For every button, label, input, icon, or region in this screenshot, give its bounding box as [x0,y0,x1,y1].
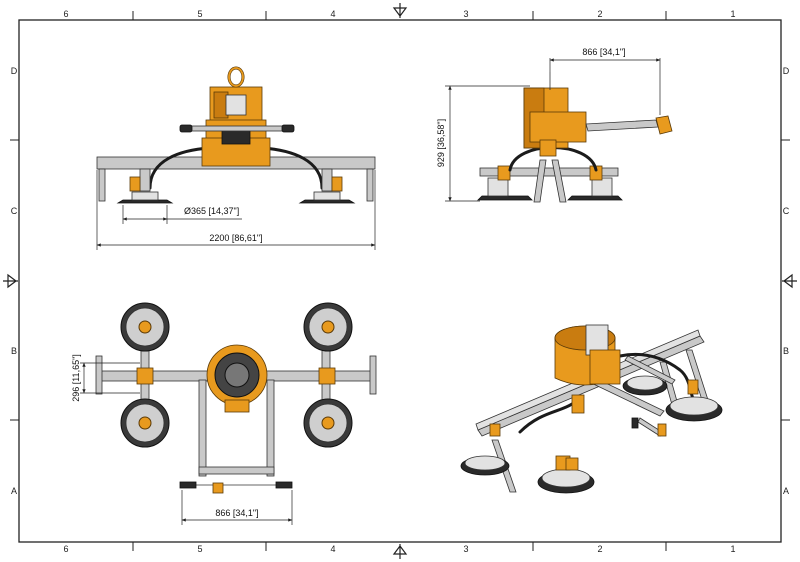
dimension-pad-diameter: Ø365 [14,37"] [184,206,239,216]
zone-label-bottom: 2 [597,544,602,554]
zone-label-top: 4 [330,9,335,19]
zone-label-right: D [783,66,790,76]
zone-label-bottom: 4 [330,544,335,554]
front-view [96,66,376,204]
center-marks [3,3,797,559]
zone-label-right: B [783,346,789,356]
zone-label-left: B [11,346,17,356]
zone-label-left: C [11,206,18,216]
dimension-handle-width: 866 [34,1"] [215,508,258,518]
zone-label-top: 3 [463,9,468,19]
dimension-pad-spacing: 296 [11,65"] [71,354,81,402]
dimension-overall-width: 2200 [86,61"] [209,233,262,243]
zone-label-bottom: 5 [197,544,202,554]
zone-label-top: 6 [63,9,68,19]
zone-label-top: 1 [730,9,735,19]
dimension-handle-reach: 866 [34,1"] [582,47,625,57]
isometric-view [460,324,723,494]
zone-label-top: 5 [197,9,202,19]
side-view [445,58,673,203]
top-view-dimensions [80,362,293,525]
zone-label-bottom: 6 [63,544,68,554]
zone-label-right: A [783,486,789,496]
zone-label-bottom: 3 [463,544,468,554]
zone-label-top: 2 [597,9,602,19]
zone-label-left: D [11,66,18,76]
front-view-dimensions [96,170,376,250]
border-ticks [10,11,790,551]
zone-label-left: A [11,486,17,496]
drawing-border [18,19,782,543]
zone-label-bottom: 1 [730,544,735,554]
zone-label-right: C [783,206,790,216]
top-view [95,302,377,494]
dimension-height: 929 [36,58"] [436,119,446,167]
